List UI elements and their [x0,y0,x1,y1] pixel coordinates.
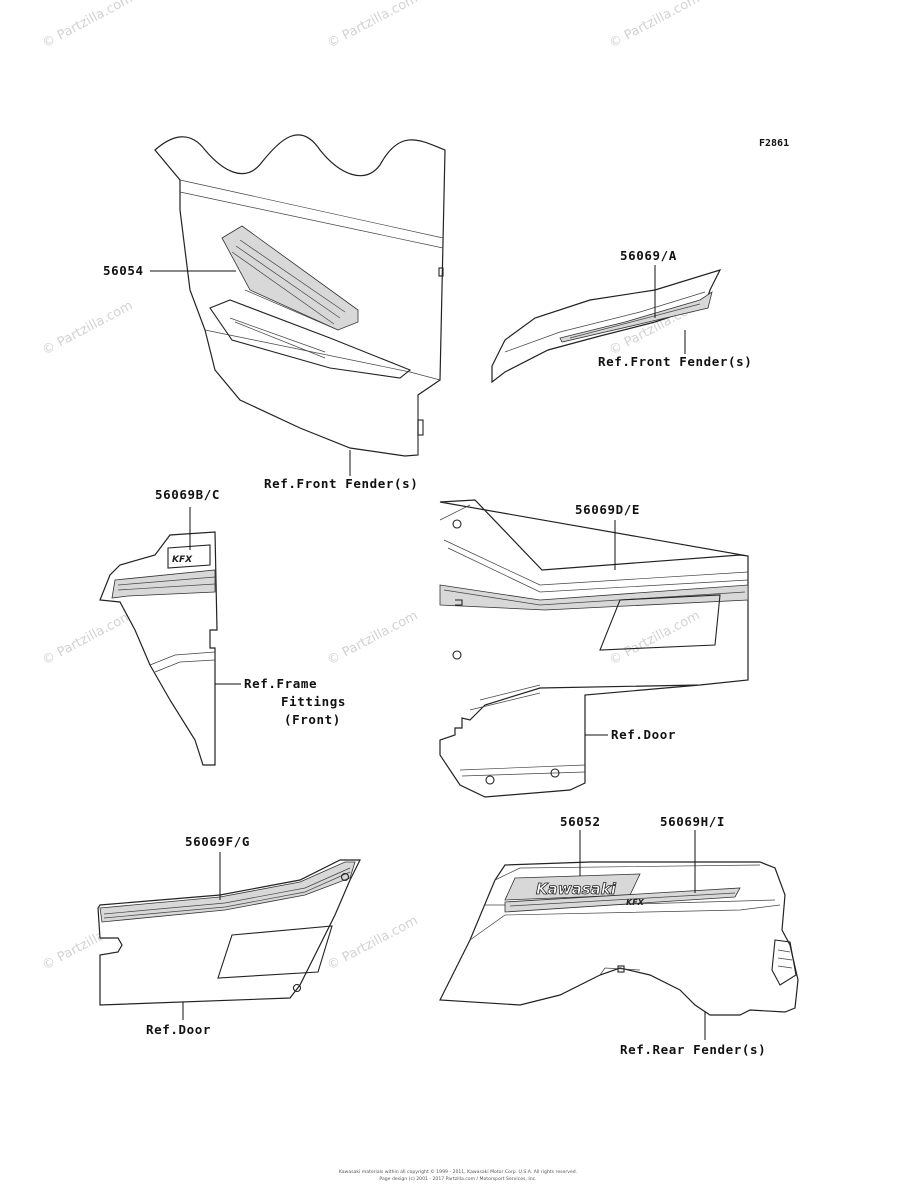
callout-56052: 56052 [560,814,601,829]
figure-code: F2861 [759,138,789,149]
logo-hi: KFX [626,898,645,907]
callout-56054: 56054 [103,263,144,278]
footer-copyright: Kawasaki materials within all copyright … [339,1168,577,1175]
watermark: © Partzilla.com [325,608,421,668]
watermark: © Partzilla.com [40,298,136,358]
watermark: © Partzilla.com [607,608,703,668]
callout-56069DE: 56069D/E [575,502,640,517]
watermark: © Partzilla.com [325,0,421,52]
kawasaki-logo: Kawasaki [536,880,617,898]
callout-56069BC: 56069B/C [155,487,220,502]
front-fender-strip[interactable] [491,269,722,384]
callout-ref-front-fender-strip: Ref.Front Fender(s) [598,354,752,369]
callout-ref-frame-1: Ref.Frame [244,676,317,691]
door-panel-rear[interactable] [97,859,361,1006]
callout-56069FG: 56069F/G [185,834,250,849]
callout-ref-frame-2: Fittings [281,694,346,709]
watermark: © Partzilla.com [607,0,703,52]
callout-ref-door-rear: Ref.Door [146,1022,211,1037]
callout-ref-rear-fender: Ref.Rear Fender(s) [620,1042,766,1057]
callout-56069A: 56069/A [620,248,677,263]
watermark: © Partzilla.com [40,608,136,668]
door-panel-front[interactable] [439,499,749,798]
watermark: © Partzilla.com [40,0,136,52]
decal-56069HI[interactable]: KFX [504,887,741,913]
logo-bc: KFX [172,555,193,565]
callout-ref-front-fender: Ref.Front Fender(s) [264,476,418,491]
watermark: © Partzilla.com [325,913,421,973]
decal-56052[interactable]: Kawasaki [504,873,641,901]
footer-design: Page design (c) 2001 - 2017 Partzilla.co… [379,1176,536,1182]
callout-56069HI: 56069H/I [660,814,725,829]
callout-ref-door: Ref.Door [611,727,676,742]
decal-56054[interactable] [221,225,359,331]
callout-ref-frame-3: (Front) [284,712,341,727]
frame-fitting-front[interactable]: KFX [99,531,218,766]
